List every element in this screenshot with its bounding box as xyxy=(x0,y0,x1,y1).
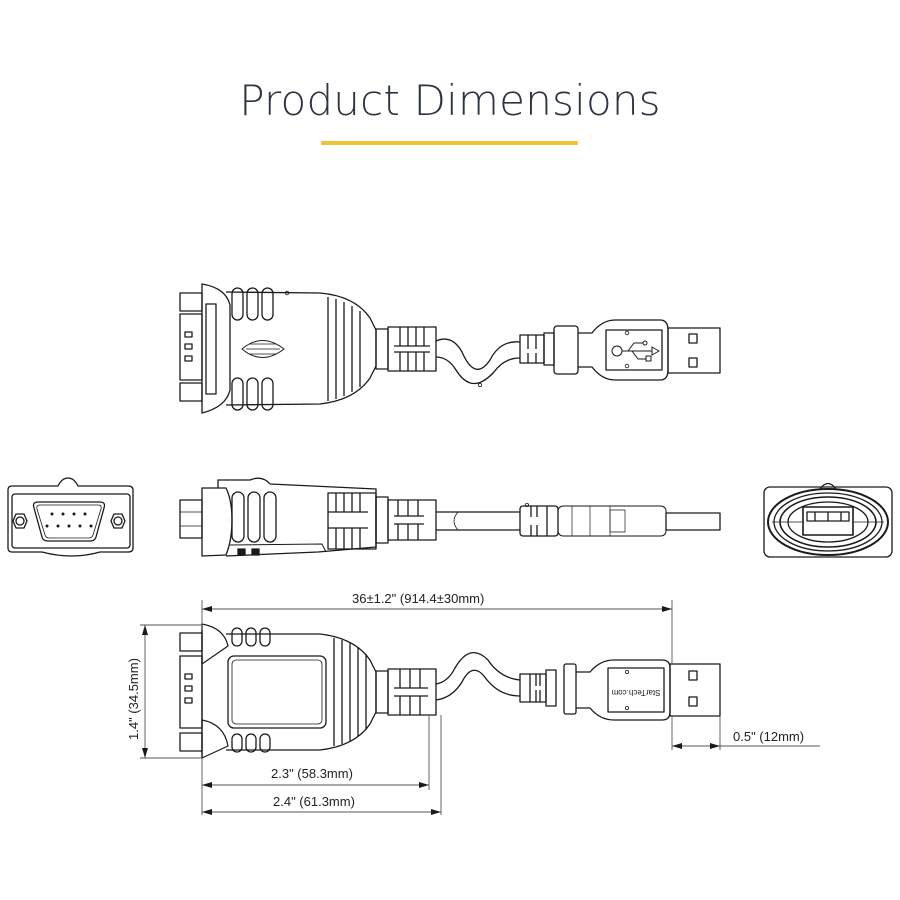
dimension-overall-housing-length: 2.4" (61.3mm) xyxy=(273,794,355,809)
top-view-adapter xyxy=(179,283,721,414)
startech-logo-text: StarTech.com xyxy=(611,688,660,697)
dimension-usb-plug-length: 0.5" (12mm) xyxy=(733,729,805,744)
usb-end-view xyxy=(763,482,893,558)
dimension-connector-height: 1.4" (34.5mm) xyxy=(126,658,141,740)
dimension-cable-length: 36±1.2" (914.4±30mm) xyxy=(352,591,485,606)
dimension-body-length: 2.3" (58.3mm) xyxy=(271,766,353,781)
title-underline-accent xyxy=(321,141,578,145)
page-title: Product Dimensions xyxy=(239,76,661,125)
bottom-view-adapter: StarTech.com xyxy=(179,623,721,759)
dimension-lines xyxy=(140,600,820,815)
side-view-adapter xyxy=(179,477,721,557)
usb-symbol-icon xyxy=(611,340,660,362)
db9-end-view xyxy=(7,477,134,557)
